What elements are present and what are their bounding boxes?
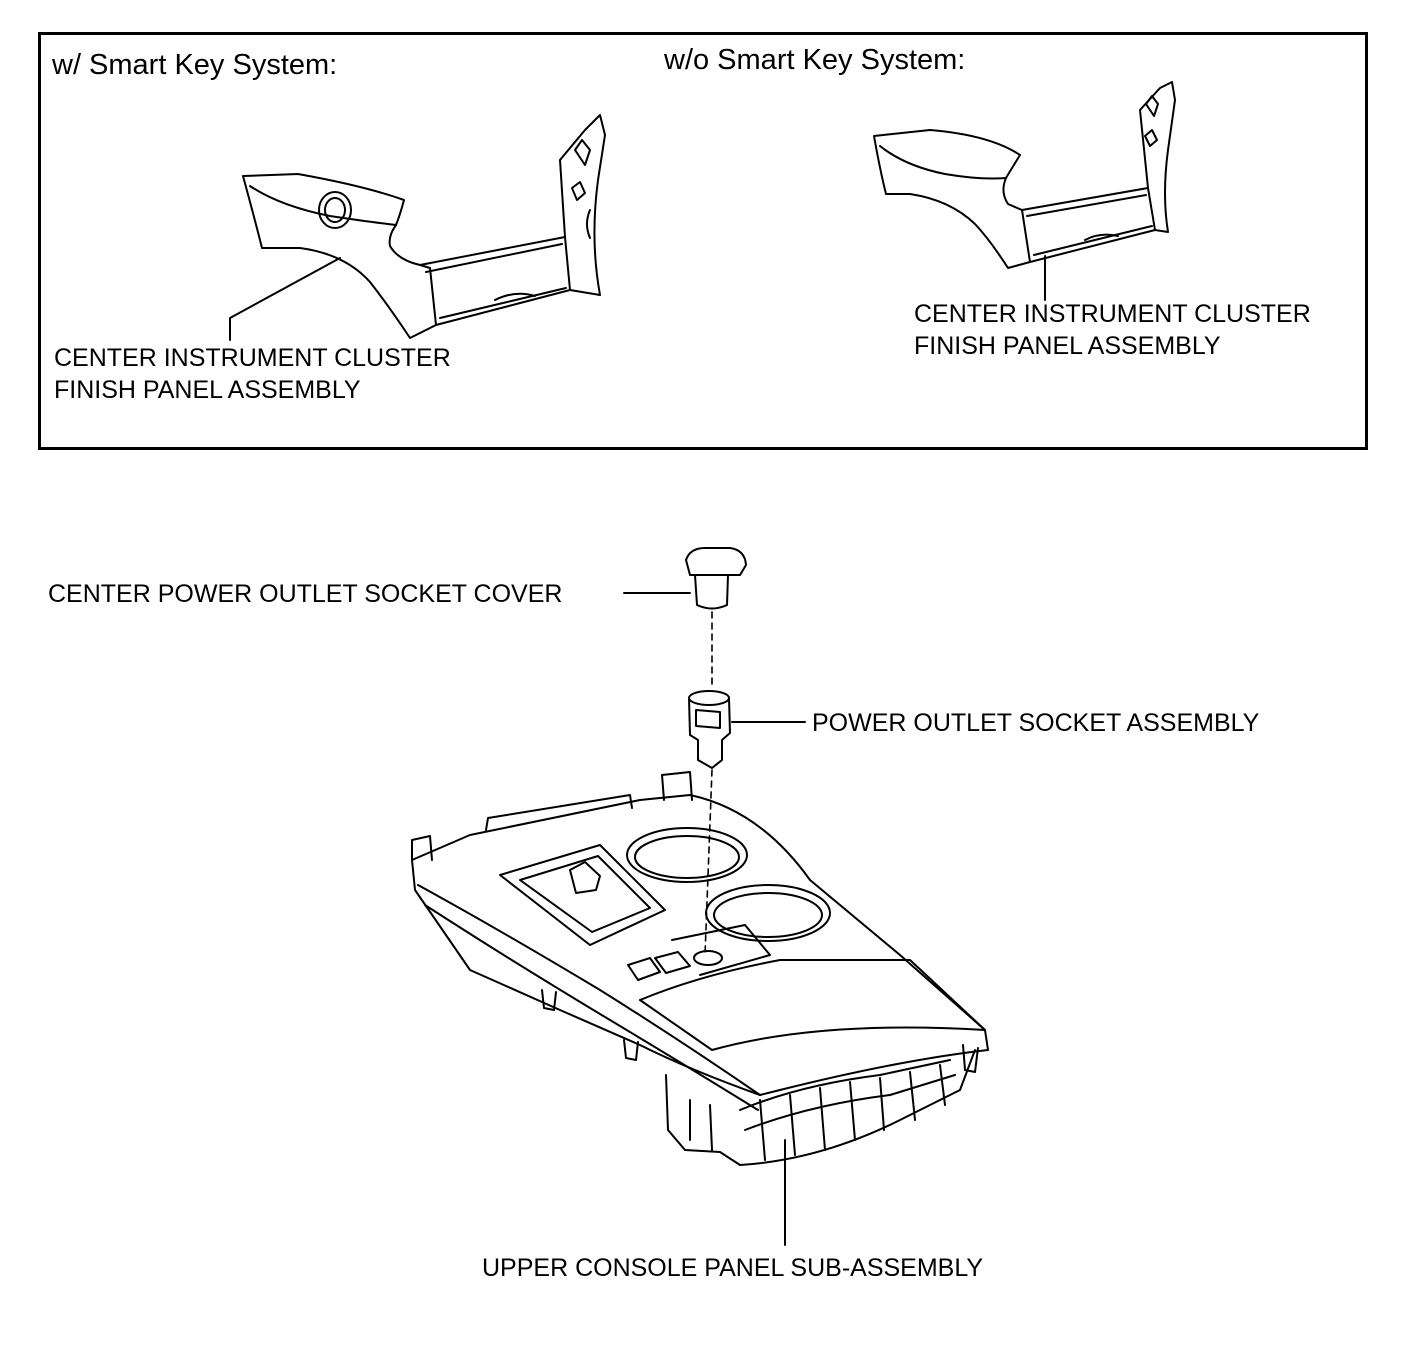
socket-cover-drawing xyxy=(623,547,747,689)
socket-assembly-label: POWER OUTLET SOCKET ASSEMBLY xyxy=(812,709,1260,737)
finish-panel-label-without-smart-key: CENTER INSTRUMENT CLUSTER FINISH PANEL A… xyxy=(914,298,1311,362)
finish-panel-label-line2: FINISH PANEL ASSEMBLY xyxy=(54,376,361,404)
with-smart-key-heading: w/ Smart Key System: xyxy=(52,49,338,81)
socket-assembly-drawing xyxy=(688,690,806,956)
finish-panel-label-with-smart-key: CENTER INSTRUMENT CLUSTER FINISH PANEL A… xyxy=(54,342,451,406)
finish-panel-without-smart-key xyxy=(873,81,1176,301)
socket-cover-label: CENTER POWER OUTLET SOCKET COVER xyxy=(48,580,563,608)
finish-panel-label-line1: CENTER INSTRUMENT CLUSTER xyxy=(54,344,451,372)
finish-panel-label-line2: FINISH PANEL ASSEMBLY xyxy=(914,332,1221,360)
variant-comparison-frame xyxy=(38,32,1368,450)
finish-panel-label-line1: CENTER INSTRUMENT CLUSTER xyxy=(914,300,1311,328)
upper-console-drawing xyxy=(411,771,989,1246)
finish-panel-with-smart-key xyxy=(229,114,606,341)
without-smart-key-heading: w/o Smart Key System: xyxy=(664,44,966,76)
console-label: UPPER CONSOLE PANEL SUB-ASSEMBLY xyxy=(482,1254,984,1282)
